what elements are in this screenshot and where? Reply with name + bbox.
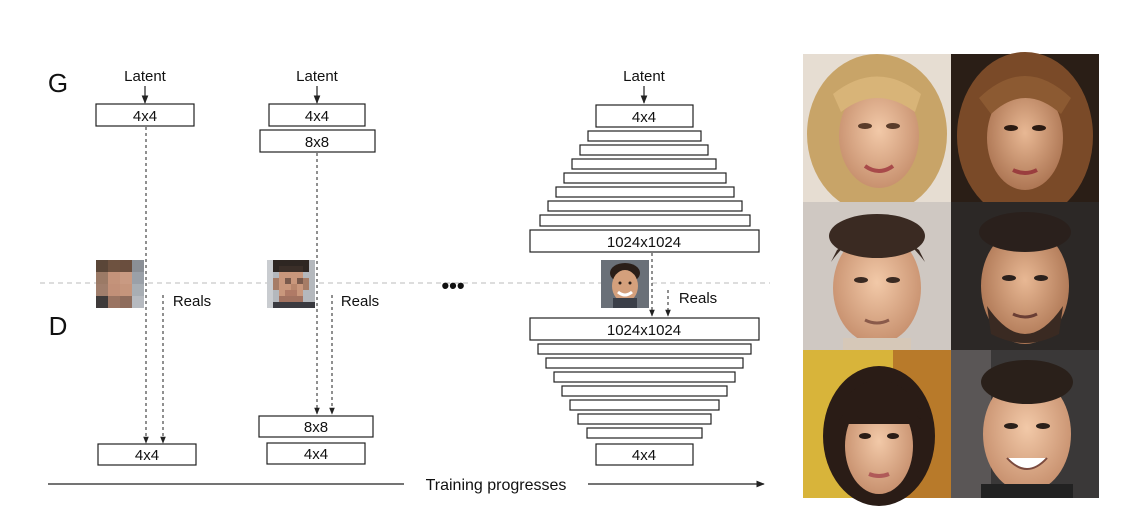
stage3-generator-layers bbox=[539, 130, 751, 227]
stage2-latent-label: Latent bbox=[296, 68, 339, 85]
stage3-g-block-top bbox=[595, 104, 694, 128]
stage3-g-block-top-label: 4x4 bbox=[632, 109, 656, 126]
stage1-g-block bbox=[95, 103, 195, 127]
stage2-g-block-1 bbox=[268, 103, 366, 127]
ellipsis: ••• bbox=[441, 273, 464, 298]
generated-faces-grid bbox=[803, 52, 1099, 506]
stage2-g-block-2-label: 8x8 bbox=[305, 134, 329, 151]
stage3-reals-label: Reals bbox=[679, 290, 717, 307]
training-progresses-label: Training progresses bbox=[426, 477, 567, 494]
discriminator-label: D bbox=[49, 311, 68, 341]
stage2-g-block-2 bbox=[259, 129, 376, 153]
stage1-g-block-label: 4x4 bbox=[133, 108, 157, 125]
stage1-reals-label: Reals bbox=[173, 293, 211, 310]
stage2-generated-face-thumbnail bbox=[267, 260, 315, 308]
face-image-3 bbox=[803, 202, 951, 350]
stage2-d-block-2-label: 4x4 bbox=[304, 446, 328, 463]
stage2-reals-label: Reals bbox=[341, 293, 379, 310]
face-image-5 bbox=[803, 350, 951, 506]
face-image-2 bbox=[951, 52, 1099, 220]
stage2-d-block-1 bbox=[258, 415, 374, 438]
stage1-latent-label: Latent bbox=[124, 68, 167, 85]
stage3-d-block-bottom-label: 4x4 bbox=[632, 447, 656, 464]
stage1-d-block-label: 4x4 bbox=[135, 447, 159, 464]
stage2-d-block-1-label: 8x8 bbox=[304, 419, 328, 436]
stage1-generated-face-thumbnail bbox=[96, 260, 144, 308]
stage3-d-block-top bbox=[529, 317, 760, 341]
face-image-6 bbox=[951, 350, 1099, 498]
generator-label: G bbox=[48, 68, 68, 98]
stage3-latent-label: Latent bbox=[623, 68, 666, 85]
stage3-discriminator-layers bbox=[537, 343, 752, 439]
stage3-d-block-bottom bbox=[595, 443, 694, 466]
stage3-g-block-bottom-label: 1024x1024 bbox=[607, 234, 681, 251]
face-image-4 bbox=[951, 202, 1099, 350]
stage3-g-block-bottom bbox=[529, 229, 760, 253]
stage1-d-block bbox=[97, 443, 197, 466]
face-image-1 bbox=[803, 54, 951, 214]
stage3-generated-face-thumbnail bbox=[601, 260, 649, 308]
stage3-d-block-top-label: 1024x1024 bbox=[607, 322, 681, 339]
stage2-d-block-2 bbox=[266, 442, 366, 465]
stage2-g-block-1-label: 4x4 bbox=[305, 108, 329, 125]
